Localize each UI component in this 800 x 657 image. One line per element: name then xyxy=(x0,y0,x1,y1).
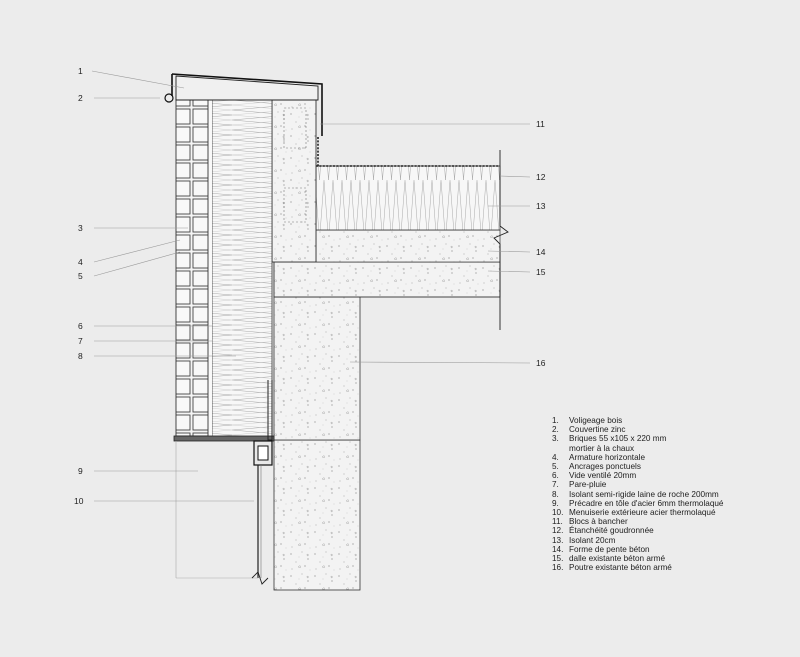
legend-item: 9.Précadre en tôle d'acier 6mm thermolaq… xyxy=(552,498,724,508)
legend-item: 6.Vide ventilé 20mm xyxy=(552,471,637,481)
legend-item: 14.Forme de pente béton xyxy=(552,544,650,554)
materials-legend: 1.Voligeage bois 2.Couvertine zinc 3.Bri… xyxy=(552,416,723,572)
steel-subframe xyxy=(173,435,275,442)
concrete-beam xyxy=(273,296,361,441)
roof-insulation xyxy=(315,165,501,231)
callout-4: 4 xyxy=(78,257,83,267)
legend-item: 10.Menuiserie extérieure acier thermolaq… xyxy=(552,508,716,518)
callout-15: 15 xyxy=(536,267,546,277)
callout-8: 8 xyxy=(78,351,83,361)
callout-11: 11 xyxy=(536,119,545,129)
legend-item-continuation: mortier à la chaux xyxy=(569,443,635,453)
callout-5: 5 xyxy=(78,271,83,281)
break-line-roof xyxy=(493,150,509,330)
legend-item: 12.Étanchéité goudronnée xyxy=(552,526,654,536)
legend-item: 7.Pare-pluie xyxy=(552,480,607,490)
parapet-blocks xyxy=(271,99,317,263)
callout-10: 10 xyxy=(74,496,84,506)
concrete-slab xyxy=(273,261,501,298)
legend-item: 8.Isolant semi-rigide laine de roche 200… xyxy=(552,489,719,499)
legend-item: 5.Ancrages ponctuels xyxy=(552,462,641,472)
wall-insulation xyxy=(211,99,273,441)
legend-item: 11.Blocs à bancher xyxy=(552,517,628,527)
zinc-drip xyxy=(164,93,174,103)
timber-sheathing xyxy=(175,75,319,101)
callout-16: 16 xyxy=(536,358,546,368)
block-cavities xyxy=(283,107,307,223)
waterproofing-membrane xyxy=(316,137,500,167)
lower-wall xyxy=(273,439,361,591)
zinc-coping xyxy=(171,73,323,136)
break-line-bottom xyxy=(251,571,269,585)
callout-1: 1 xyxy=(78,66,83,76)
legend-item: 4.Armature horizontale xyxy=(552,452,645,462)
callout-6: 6 xyxy=(78,321,83,331)
legend-item: 3.Briques 55 x105 x 220 mm xyxy=(552,434,667,444)
ventilated-gap xyxy=(208,100,212,440)
legend-item: 15.dalle existante béton armé xyxy=(552,554,666,564)
brick-skin xyxy=(175,95,209,437)
subframe-upstand xyxy=(267,380,273,441)
callout-12: 12 xyxy=(536,172,546,182)
legend-item: 13.Isolant 20cm xyxy=(552,535,616,545)
callout-2: 2 xyxy=(78,93,83,103)
leader-lines xyxy=(91,70,531,502)
callout-13: 13 xyxy=(536,201,546,211)
callout-9: 9 xyxy=(78,466,83,476)
callout-3: 3 xyxy=(78,223,83,233)
legend-item: 16.Poutre existante béton armé xyxy=(552,563,672,573)
window-frame-inner xyxy=(257,445,269,461)
legend-item: 1.Voligeage bois xyxy=(552,416,623,425)
callout-14: 14 xyxy=(536,247,546,257)
callout-7: 7 xyxy=(78,336,83,346)
slope-screed xyxy=(315,229,501,263)
opening-outline xyxy=(175,441,258,579)
legend-item: 2.Couvertine zinc xyxy=(552,425,626,435)
